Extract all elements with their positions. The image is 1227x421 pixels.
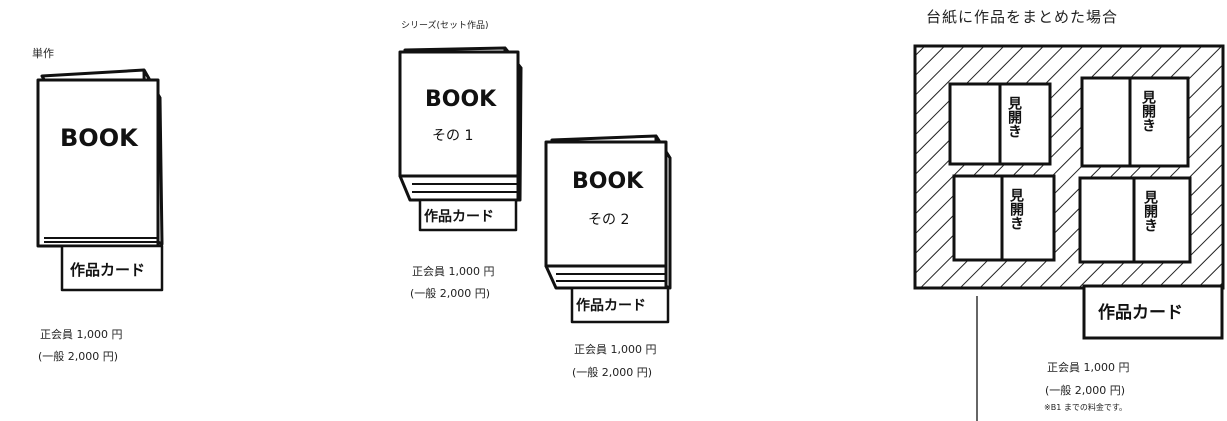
series-work-label: シリーズ(セット作品) bbox=[401, 21, 489, 31]
series-book1-card: 作品カード bbox=[424, 208, 494, 225]
series-book1-title: BOOK bbox=[425, 87, 497, 112]
single-card-label: 作品カード bbox=[70, 261, 145, 279]
single-book-illustration bbox=[36, 68, 164, 292]
board-illustration bbox=[913, 44, 1225, 340]
series-book2-sub: その 2 bbox=[588, 212, 629, 228]
board-title: 台紙に作品をまとめた場合 bbox=[926, 8, 1119, 26]
single-book-title: BOOK bbox=[60, 124, 139, 152]
series-book2-price-member: 正会員 1,000 円 bbox=[574, 343, 657, 356]
single-work-label: 単作 bbox=[32, 47, 54, 60]
board-card-label: 作品カード bbox=[1098, 302, 1183, 323]
single-price-general: (一般 2,000 円) bbox=[38, 350, 119, 363]
series-book2-title: BOOK bbox=[572, 169, 644, 194]
board-page-label-3: 見開き bbox=[1008, 188, 1025, 230]
series-book1-illustration bbox=[398, 46, 523, 232]
board-price-general: (一般 2,000 円) bbox=[1045, 384, 1126, 397]
series-book1-sub: その 1 bbox=[432, 128, 473, 144]
board-price-member: 正会員 1,000 円 bbox=[1047, 361, 1130, 374]
series-book2-card: 作品カード bbox=[576, 297, 646, 314]
series-book1-price-general: (一般 2,000 円) bbox=[410, 287, 491, 300]
board-page-label-4: 見開き bbox=[1142, 190, 1159, 232]
single-price-member: 正会員 1,000 円 bbox=[40, 328, 123, 341]
series-book2-price-general: (一般 2,000 円) bbox=[572, 366, 653, 379]
board-page-label-2: 見開き bbox=[1140, 90, 1157, 132]
series-book2-illustration bbox=[544, 134, 672, 324]
board-price-note: ※B1 までの料金です。 bbox=[1044, 403, 1128, 412]
series-book1-price-member: 正会員 1,000 円 bbox=[412, 265, 495, 278]
board-page-label-1: 見開き bbox=[1006, 96, 1023, 138]
